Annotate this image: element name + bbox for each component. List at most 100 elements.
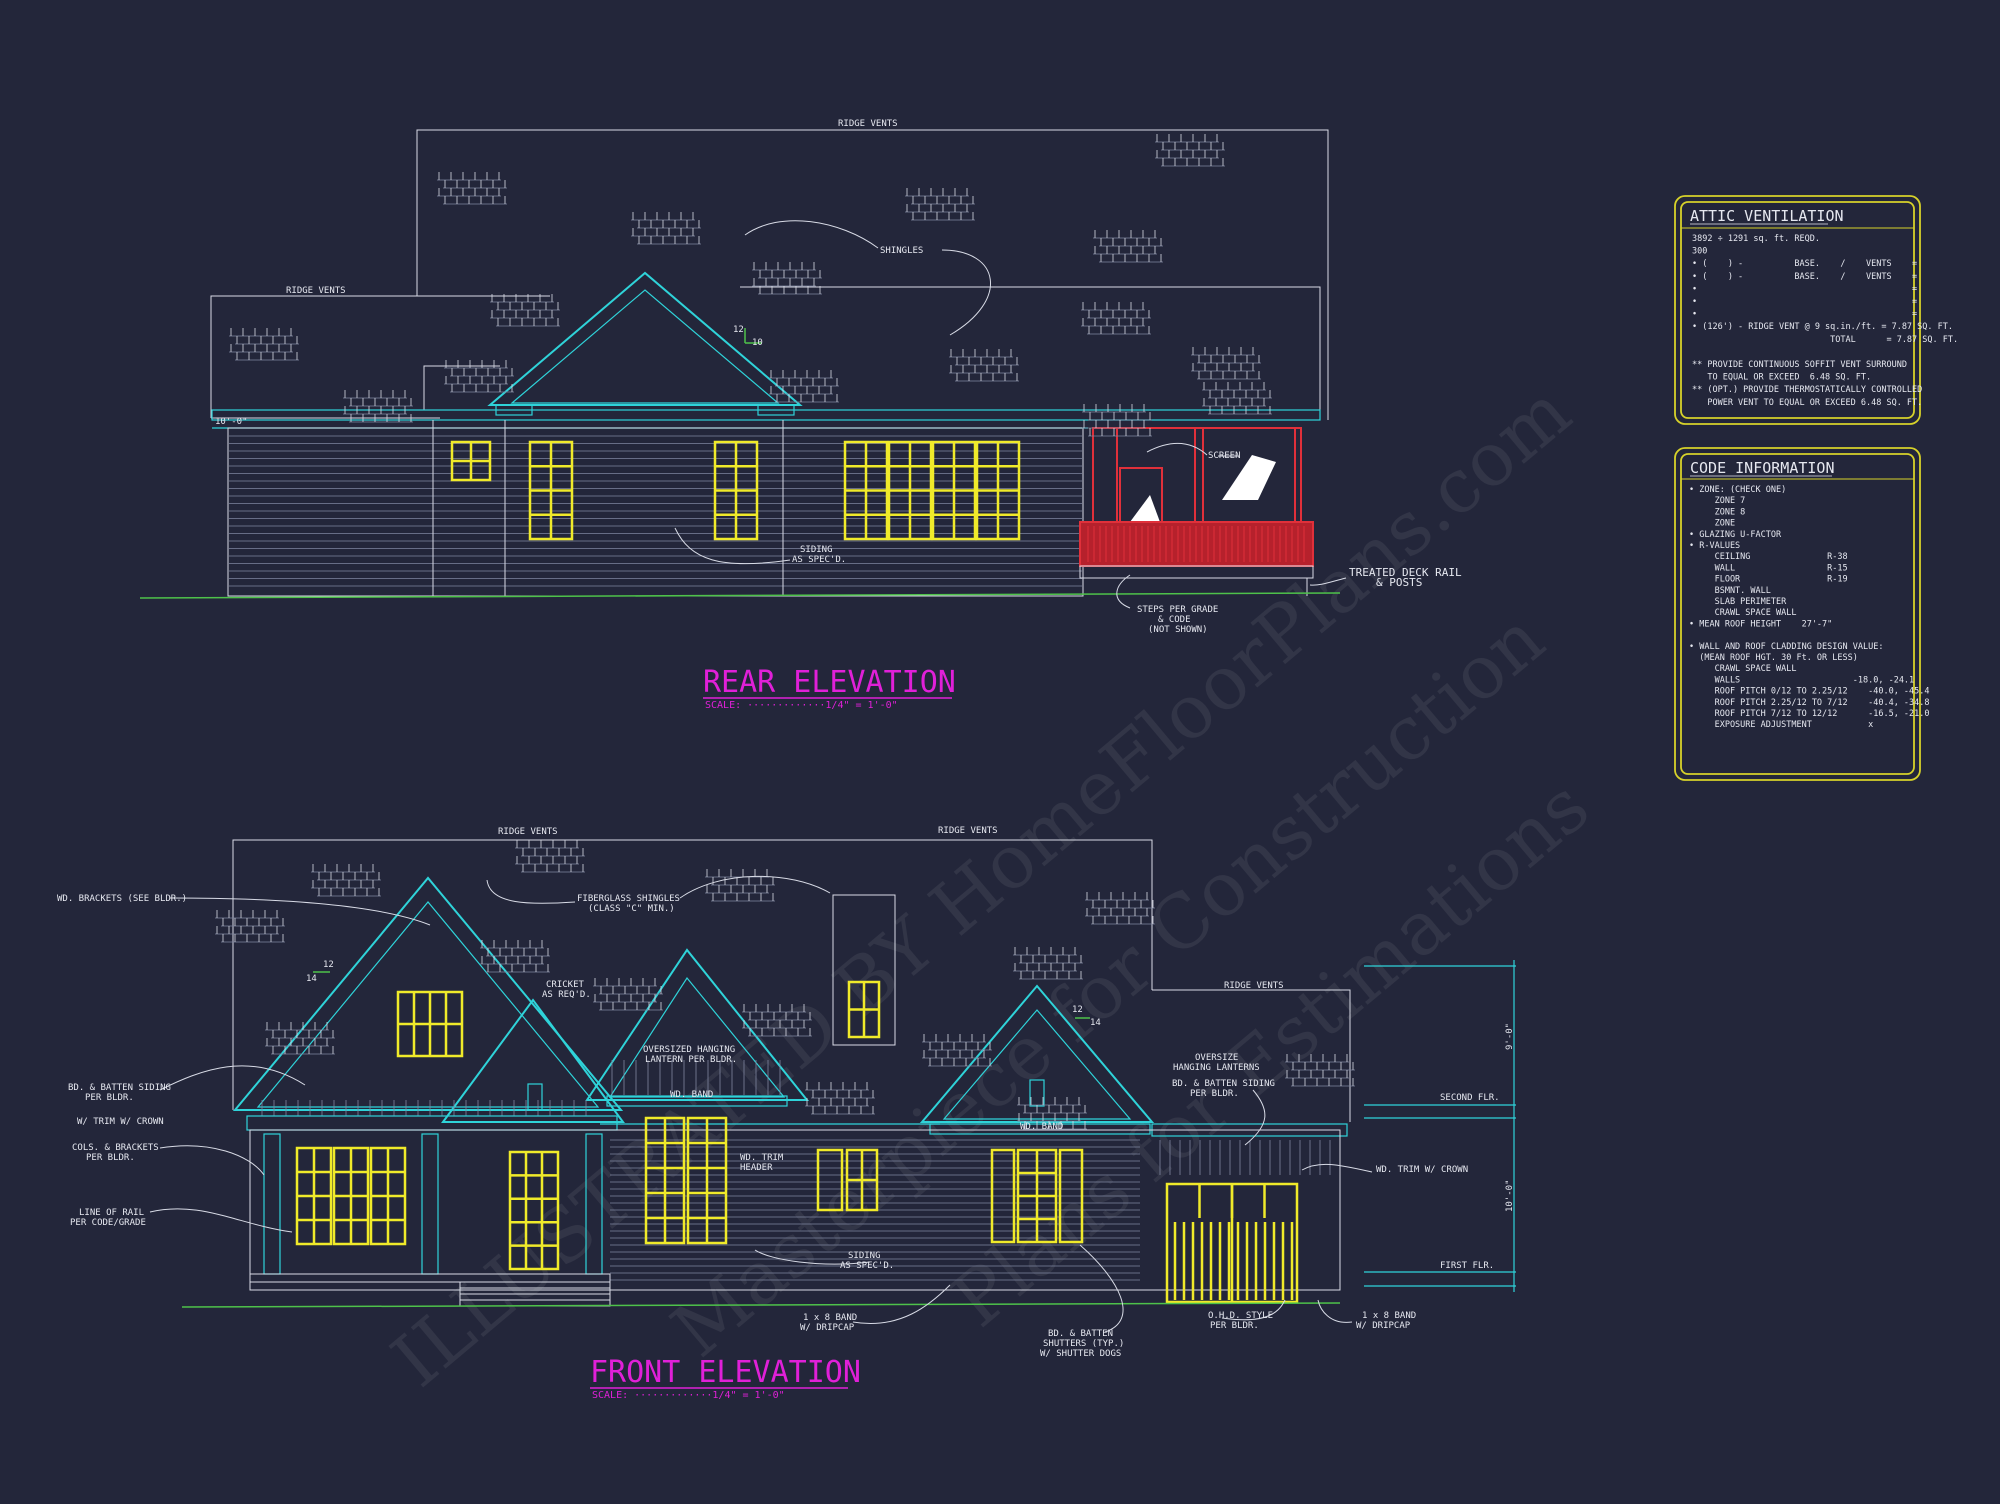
watermark: ILLUSTRATED BY HomeFloorPlans.com Master…	[376, 369, 1605, 1404]
rear-leader-shingles-left	[744, 220, 879, 249]
front-cols-label-2: PER BLDR.	[86, 1153, 135, 1163]
front-siding-label-1: SIDING	[848, 1251, 881, 1261]
code-line: • R-VALUES	[1689, 541, 1740, 551]
front-wdtrim-label-2: HEADER	[740, 1163, 773, 1173]
code-information-box: CODE INFORMATION • ZONE: (CHECK ONE) ZON…	[1674, 447, 1930, 781]
shingle-patch	[1017, 1097, 1087, 1130]
code-line: • GLAZING U-FACTOR	[1689, 530, 1782, 540]
garage-door-boards	[1173, 1184, 1294, 1302]
front-ridge-label-3: RIDGE VENTS	[1224, 981, 1284, 991]
front-shutter-1	[816, 1148, 844, 1212]
rear-pitch-rise: 12	[733, 325, 744, 335]
rear-grade-line	[139, 592, 1341, 599]
rear-elevation-title: REAR ELEVATION	[703, 665, 956, 700]
front-second-flr-label: SECOND FLR.	[1440, 1093, 1500, 1103]
front-leader-ohd	[1221, 1299, 1286, 1321]
front-brackets-label: WD. BRACKETS (SEE BLDR.)	[57, 894, 187, 904]
front-band-center	[606, 1095, 788, 1107]
shingle-patch	[311, 864, 381, 897]
deck-band	[1079, 565, 1314, 579]
code-line: ROOF PITCH 7/12 TO 12/12 -16.5, -21.0	[1689, 709, 1930, 719]
shingle-patch	[515, 840, 585, 873]
shingle-patch	[1191, 347, 1261, 380]
code-line: CRAWL SPACE WALL	[1689, 608, 1796, 618]
front-rail-label-1: LINE OF RAIL	[79, 1208, 144, 1218]
rear-steps-label-1: STEPS PER GRADE	[1137, 605, 1218, 615]
front-rail-label-2: PER CODE/GRADE	[70, 1218, 146, 1228]
code-line: WALL R-15	[1689, 563, 1848, 573]
front-elevation-title: FRONT ELEVATION	[590, 1355, 861, 1390]
front-elevation: RIDGE VENTS RIDGE VENTS RIDGE VENTS WD. …	[57, 826, 1516, 1401]
code-line: ROOF PITCH 2.25/12 TO 7/12 -40.4, -34.8	[1689, 698, 1930, 708]
rear-pitch-mark	[744, 328, 762, 344]
front-windows	[295, 980, 1299, 1304]
rear-siding-label-1: SIDING	[800, 545, 833, 555]
front-wdband-label-2: WD. BAND	[1020, 1122, 1063, 1132]
shingle-patch	[593, 978, 663, 1011]
front-shutters-label-3: W/ SHUTTER DOGS	[1040, 1349, 1121, 1359]
front-leader-trimcrown	[1301, 1163, 1373, 1173]
front-dim-upper: 9'-0"	[1505, 1023, 1515, 1050]
front-pitch-right-run: 14	[1090, 1018, 1101, 1028]
front-dim-lower: 10'-0"	[1505, 1179, 1515, 1212]
front-cricket-label-2: AS REQ'D.	[542, 990, 591, 1000]
code-line: • ZONE: (CHECK ONE)	[1689, 485, 1786, 495]
rear-screen-porch	[1079, 427, 1314, 596]
attic-title: ATTIC VENTILATION	[1690, 207, 1844, 225]
front-leader-fiberglass-r	[679, 875, 831, 899]
front-ridge-label-1: RIDGE VENTS	[498, 827, 558, 837]
front-band-label-1: 1 x 8 BAND	[803, 1313, 857, 1323]
attic-line: TOTAL = 7.87 SQ. FT.	[1692, 335, 1958, 345]
shingle-patch	[905, 188, 975, 221]
rear-elevation: RIDGE VENTS RIDGE VENTS SHINGLES 12 10 1…	[139, 119, 1462, 711]
attic-line: 300	[1692, 247, 1707, 257]
attic-line: • ( ) - BASE. / VENTS =	[1692, 259, 1917, 269]
shingle-patch	[215, 910, 285, 943]
shingle-patch	[444, 360, 514, 393]
attic-line: • =	[1692, 310, 1917, 320]
front-shutters-label-2: SHUTTERS (TYP.)	[1043, 1339, 1124, 1349]
deck-rail-pickets	[1087, 526, 1305, 562]
rear-siding-label-2: AS SPEC'D.	[792, 555, 846, 565]
porch-glare-right	[1222, 455, 1276, 500]
front-band-label-2: W/ DRIPCAP	[800, 1323, 855, 1333]
shingle-patch	[1285, 1054, 1355, 1087]
floor-dimensions	[1364, 960, 1516, 1292]
front-shutter-3	[1058, 1148, 1084, 1244]
front-leader-bb-left	[159, 1065, 306, 1091]
rear-deck-label-1: TREATED DECK RAIL	[1349, 566, 1462, 579]
code-line: ROOF PITCH 0/12 TO 2.25/12 -40.0, -45.4	[1689, 687, 1930, 697]
code-lines: • ZONE: (CHECK ONE) ZONE 7 ZONE 8 ZONE• …	[1689, 485, 1930, 730]
shingle-patch	[490, 294, 560, 327]
rear-steps-label-2: & CODE	[1158, 615, 1191, 625]
attic-line: • =	[1692, 284, 1917, 294]
front-leader-band	[852, 1284, 951, 1324]
front-gable-left-inner	[256, 901, 600, 1108]
rear-right-roof	[740, 286, 1321, 420]
front-gable-left	[232, 876, 624, 1111]
front-gable-porch	[441, 998, 625, 1123]
front-shutter-2	[990, 1148, 1016, 1244]
shingle-patch	[705, 869, 775, 902]
shingle-patch	[922, 1034, 992, 1067]
attic-box-outer	[1674, 195, 1921, 425]
front-trimcrown-left-label: W/ TRIM W/ CROWN	[77, 1117, 164, 1127]
rear-leader-steps	[1116, 574, 1131, 609]
code-line: CRAWL SPACE WALL	[1689, 664, 1796, 674]
front-oversize-label-2: HANGING LANTERNS	[1173, 1063, 1260, 1073]
code-title: CODE INFORMATION	[1690, 459, 1835, 477]
shingle-patch	[1081, 302, 1151, 335]
shingle-patch	[437, 172, 507, 205]
shingle-patch	[752, 262, 822, 295]
code-box-inner	[1680, 453, 1915, 775]
front-gable-right-inner	[942, 1009, 1132, 1120]
front-leader-rail	[149, 1208, 293, 1233]
front-fiberglass-label-1: FIBERGLASS SHINGLES	[577, 894, 680, 904]
shingle-patch	[769, 370, 839, 403]
front-chimney	[832, 894, 896, 1046]
shingle-patch	[949, 349, 1019, 382]
front-bb-left-label-1: BD. & BATTEN SIDING	[68, 1083, 171, 1093]
front-ridge-label-2: RIDGE VENTS	[938, 826, 998, 836]
